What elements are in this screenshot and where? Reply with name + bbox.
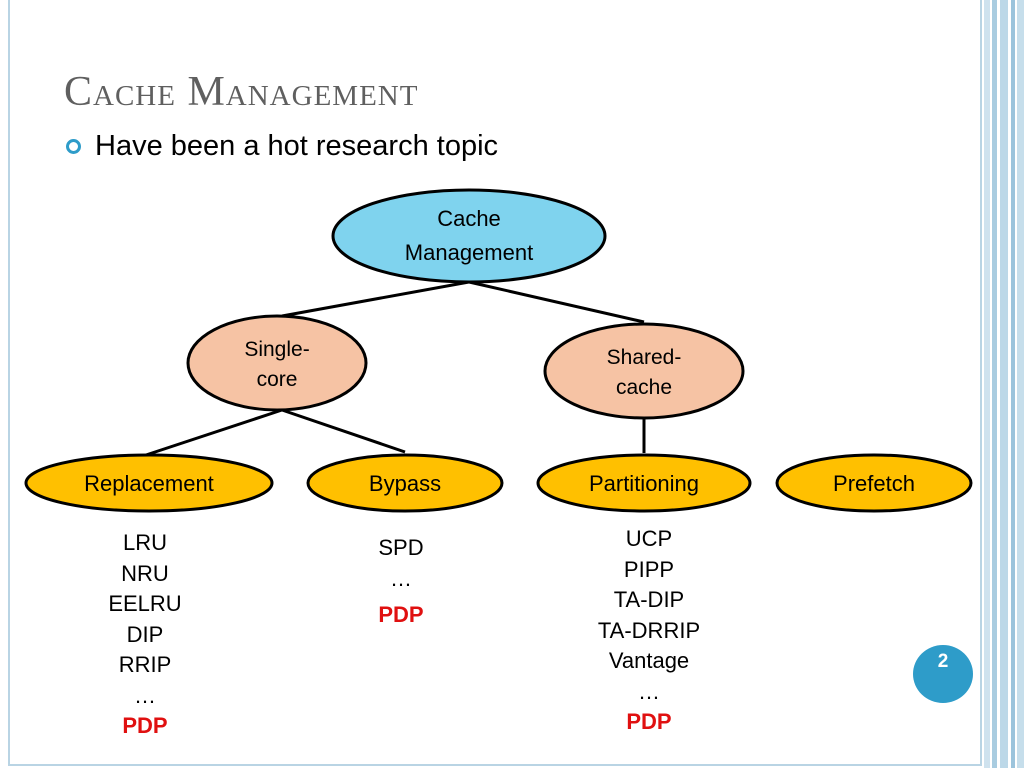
edge-single-core-replacement xyxy=(145,408,283,457)
node-shared-cache: Shared- cache xyxy=(543,322,745,420)
node-replacement-label: Replacement xyxy=(84,471,214,496)
list-item: EELRU xyxy=(108,591,182,616)
node-single-core-label-line1: Single- xyxy=(244,338,309,361)
node-partitioning-label: Partitioning xyxy=(589,471,699,496)
edge-root-single-core xyxy=(281,280,470,318)
right-edge-decoration xyxy=(984,0,1024,768)
node-single-core: Single- core xyxy=(186,314,368,412)
node-prefetch-shape xyxy=(775,453,973,513)
node-prefetch: Prefetch xyxy=(775,453,973,513)
page-number-badge: 2 xyxy=(913,645,973,703)
list-item: TA-DIP xyxy=(613,587,685,612)
node-bypass-label: Bypass xyxy=(369,471,441,496)
list-item: TA-DRRIP xyxy=(597,617,701,643)
list-item: LRU xyxy=(122,530,167,555)
bullet-circle-icon xyxy=(66,139,81,154)
node-bypass: Bypass xyxy=(306,453,504,513)
list-item-highlight: PDP xyxy=(626,709,672,734)
node-cache-management: Cache Management xyxy=(331,188,607,284)
node-bypass-shape xyxy=(306,453,504,513)
list-item: … xyxy=(134,682,156,708)
bullet-point: Have been a hot research topic xyxy=(66,130,498,163)
list-item: DIP xyxy=(126,621,164,647)
node-cache-management-label-line2: Management xyxy=(405,240,533,265)
list-item: PIPP xyxy=(623,556,675,582)
list-item: … xyxy=(638,678,660,704)
node-cache-management-label-line1: Cache xyxy=(437,206,501,231)
list-item-highlight: PDP xyxy=(378,602,424,627)
node-cache-management-shape xyxy=(331,188,607,284)
list-item: SPD xyxy=(378,535,424,560)
node-replacement: Replacement xyxy=(24,453,274,513)
node-partitioning-shape xyxy=(536,453,752,513)
list-item: NRU xyxy=(121,560,169,586)
edge-single-core-bypass xyxy=(281,408,406,454)
partitioning-technique-list: UCP PIPP TA-DIP TA-DRRIP Vantage … PDP xyxy=(574,524,724,738)
bypass-technique-list: SPD … PDP xyxy=(346,533,456,631)
node-partitioning: Partitioning xyxy=(536,453,752,513)
node-single-core-label-line2: core xyxy=(257,368,298,391)
list-item: UCP xyxy=(625,526,673,551)
node-shared-cache-label-line1: Shared- xyxy=(607,346,682,369)
slide-frame xyxy=(8,0,982,766)
node-replacement-shape xyxy=(24,453,274,513)
node-shared-cache-shape xyxy=(543,322,745,420)
node-shared-cache-label-line2: cache xyxy=(616,376,672,399)
list-item: Vantage xyxy=(608,648,690,673)
list-item-highlight: PDP xyxy=(122,713,168,738)
bullet-text: Have been a hot research topic xyxy=(95,130,499,162)
tree-connectors xyxy=(145,280,646,457)
slide-title: Cache Management xyxy=(64,69,419,115)
list-item: … xyxy=(390,565,412,591)
node-prefetch-label: Prefetch xyxy=(833,471,915,496)
edge-root-shared-cache xyxy=(468,280,645,324)
list-item: RRIP xyxy=(118,652,172,677)
replacement-technique-list: LRU NRU EELRU DIP RRIP … PDP xyxy=(90,528,200,742)
node-single-core-shape xyxy=(186,314,368,412)
